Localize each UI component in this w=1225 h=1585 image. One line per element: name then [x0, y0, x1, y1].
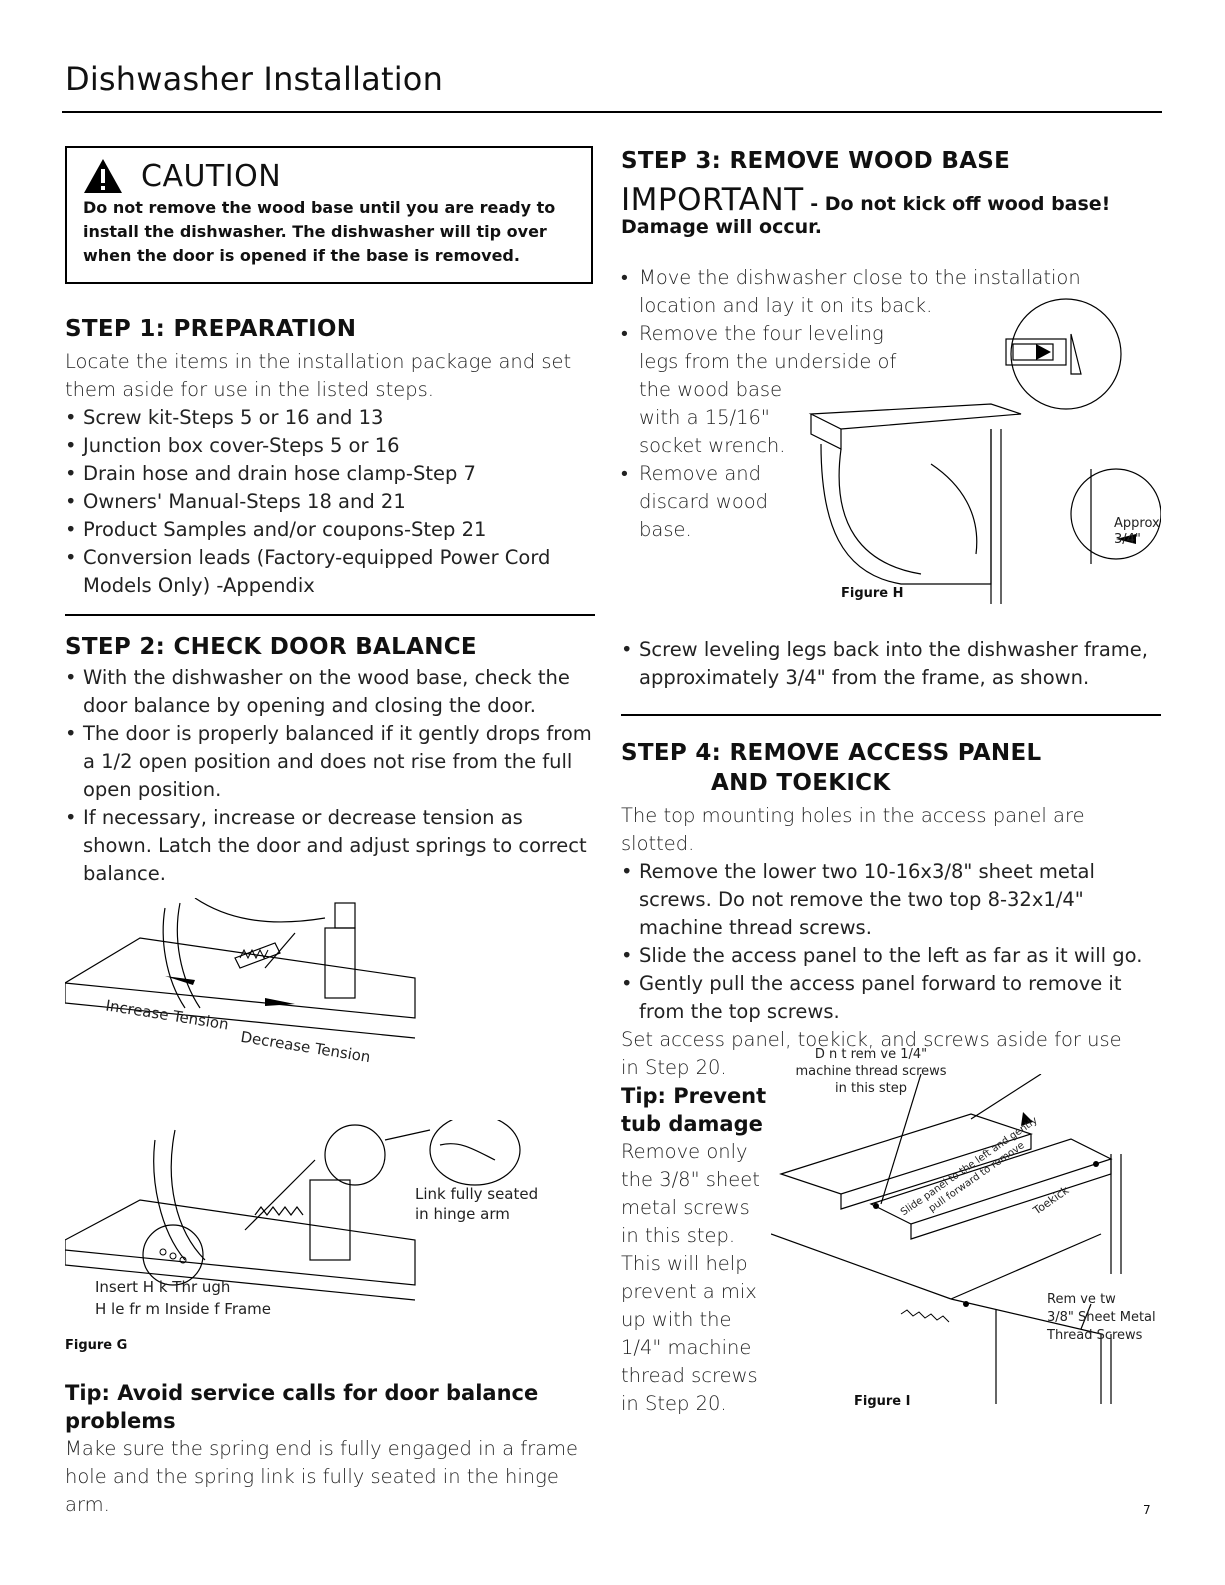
important-line2: Damage will occur.	[621, 216, 823, 238]
list-item: Conversion leads (Factory-equipped Power…	[65, 544, 595, 600]
step3-figure-block: •Move the dishwasher close to the instal…	[621, 264, 1161, 624]
approx-label-2: 3/4"	[1114, 532, 1141, 547]
figure-g-label: Figure G	[65, 1338, 128, 1353]
fig-note-right-2: 3/8" Sheet Metal	[1047, 1310, 1156, 1325]
warning-icon	[84, 159, 122, 193]
list-item: If necessary, increase or decrease tensi…	[65, 804, 595, 888]
figure-i-label: Figure I	[854, 1394, 911, 1409]
list-item: Screw kit-Steps 5 or 16 and 13	[65, 404, 595, 432]
hinge-spring-illustration	[65, 1120, 521, 1301]
figure-h-label: Figure H	[841, 586, 904, 601]
step4-figure-block: in Step 20. Tip: Prevent tub damage Remo…	[621, 1047, 1161, 1444]
section-rule	[621, 714, 1161, 716]
list-item: Screw leveling legs back into the dishwa…	[621, 636, 1161, 692]
list-item: Owners' Manual-Steps 18 and 21	[65, 488, 595, 516]
step3-heading: STEP 3: REMOVE WOOD BASE	[621, 148, 1011, 174]
left-column: CAUTION Do not remove the wood base unti…	[65, 146, 595, 1519]
fig-note-right-1: Rem ve tw	[1047, 1292, 1116, 1307]
step3-item1: •Move the dishwasher close to the instal…	[621, 264, 1141, 544]
step3-item3-line: discard wood	[639, 490, 769, 513]
page-number: 7	[1143, 1503, 1151, 1517]
step4-tip-text: Remove only the 3/8" sheet metal screws …	[621, 1138, 771, 1418]
insert-hook-label-2: H le fr m Inside f Frame	[95, 1300, 272, 1318]
list-item: With the dishwasher on the wood base, ch…	[65, 664, 595, 720]
step2-tip-heading: Tip: Avoid service calls for door balanc…	[65, 1381, 539, 1433]
step4-tip-heading-2: tub damage	[621, 1112, 763, 1136]
step4-list: Remove the lower two 10-16x3/8" sheet me…	[621, 858, 1161, 1026]
step1-list: Screw kit-Steps 5 or 16 and 13 Junction …	[65, 404, 595, 600]
important-line: IMPORTANT - Do not kick off wood base!	[621, 182, 1161, 218]
step3-item3-line: Remove and	[639, 462, 762, 485]
link-seated-label: Link fully seated in hinge arm	[415, 1185, 539, 1223]
approx-label-1: Approx	[1114, 516, 1160, 531]
right-column: STEP 3: REMOVE WOOD BASE IMPORTANT - Do …	[621, 146, 1161, 1444]
tip-line: Remove only	[621, 1140, 748, 1163]
tip-line: the 3/8" sheet	[621, 1168, 760, 1191]
fig-note-top-3: in this step	[835, 1081, 907, 1096]
tip-line: up with the	[621, 1308, 732, 1331]
list-item: Gently pull the access panel forward to …	[621, 970, 1161, 1026]
list-item: Junction box cover-Steps 5 or 16	[65, 432, 595, 460]
tip-line: thread screws	[621, 1364, 758, 1387]
step4-intro: The top mounting holes in the access pan…	[621, 804, 1085, 855]
fig-note-top-1: D n t rem ve 1/4"	[814, 1047, 928, 1062]
step4-heading-1: STEP 4: REMOVE ACCESS PANEL	[621, 740, 1042, 766]
access-panel-illustration	[771, 1074, 1122, 1404]
step2-tip-text: Make sure the spring end is fully engage…	[65, 1437, 579, 1516]
step4-set-aside-1: Set access panel, toekick, and screws as…	[621, 1028, 1122, 1051]
step4-heading-2: AND TOEKICK	[711, 770, 891, 796]
step4-tip-heading: Tip: Prevent tub damage	[621, 1082, 766, 1138]
tip-line: prevent a mix	[621, 1280, 757, 1303]
step3-item1-b: location and lay it on its back.	[639, 294, 933, 317]
step3-item2-line: legs from the underside of	[639, 350, 897, 373]
figure-g-top: Increase Tension Decrease Tension	[65, 898, 595, 1118]
list-item: Product Samples and/or coupons-Step 21	[65, 516, 595, 544]
list-item: Slide the access panel to the left as fa…	[621, 942, 1161, 970]
list-item: The door is properly balanced if it gent…	[65, 720, 595, 804]
step3-item2-line: the wood base	[639, 378, 783, 401]
section-rule	[65, 614, 595, 616]
step4-set-aside-2: in Step 20.	[621, 1056, 727, 1079]
step1-heading: STEP 1: PREPARATION	[65, 316, 357, 342]
important-rest: - Do not kick off wood base!	[803, 193, 1111, 215]
fig-note-right: Rem ve tw 3/8" Sheet Metal Thread Screws	[1047, 1291, 1156, 1345]
step3-item3-line: base.	[639, 518, 692, 541]
step3-list-2: Screw leveling legs back into the dishwa…	[621, 636, 1161, 692]
tip-line: metal screws	[621, 1196, 750, 1219]
list-item: Drain hose and drain hose clamp-Step 7	[65, 460, 595, 488]
door-tension-illustration	[65, 898, 416, 1039]
approx-label: Approx 3/4"	[1114, 516, 1160, 548]
list-item: Remove the lower two 10-16x3/8" sheet me…	[621, 858, 1161, 942]
figure-g-bottom: Link fully seated in hinge arm Insert H …	[65, 1120, 595, 1330]
caution-text: Do not remove the wood base until you ar…	[83, 198, 556, 265]
insert-hook-label-1: Insert H k Thr ugh	[95, 1278, 231, 1296]
tip-line: in this step.	[621, 1224, 736, 1247]
step3-item2-line: with a 15/16"	[639, 406, 770, 429]
page-title: Dishwasher Installation	[65, 60, 444, 98]
step3-item1-a: Move the dishwasher close to the install…	[639, 266, 1081, 289]
step1-intro: Locate the items in the installation pac…	[65, 350, 572, 401]
title-rule	[62, 111, 1162, 113]
fig-note-top-2: machine thread screws	[795, 1064, 947, 1079]
step2-heading: STEP 2: CHECK DOOR BALANCE	[65, 634, 477, 660]
caution-heading: CAUTION	[141, 158, 282, 194]
tip-line: 1/4" machine	[621, 1336, 752, 1359]
step2-list: With the dishwasher on the wood base, ch…	[65, 664, 595, 888]
step3-item2-line: Remove the four leveling	[639, 322, 884, 345]
caution-box: CAUTION Do not remove the wood base unti…	[65, 146, 593, 284]
tip-line: in Step 20.	[621, 1392, 727, 1415]
fig-note-right-3: Thread Screws	[1047, 1328, 1143, 1343]
step4-tip-heading-1: Tip: Prevent	[621, 1084, 767, 1108]
tip-line: This will help	[621, 1252, 748, 1275]
important-word: IMPORTANT	[621, 182, 804, 218]
wood-base-illustration	[808, 298, 1161, 604]
fig-note-top: D n t rem ve 1/4" machine thread screws …	[791, 1046, 951, 1097]
step3-item2-line: socket wrench.	[639, 434, 786, 457]
